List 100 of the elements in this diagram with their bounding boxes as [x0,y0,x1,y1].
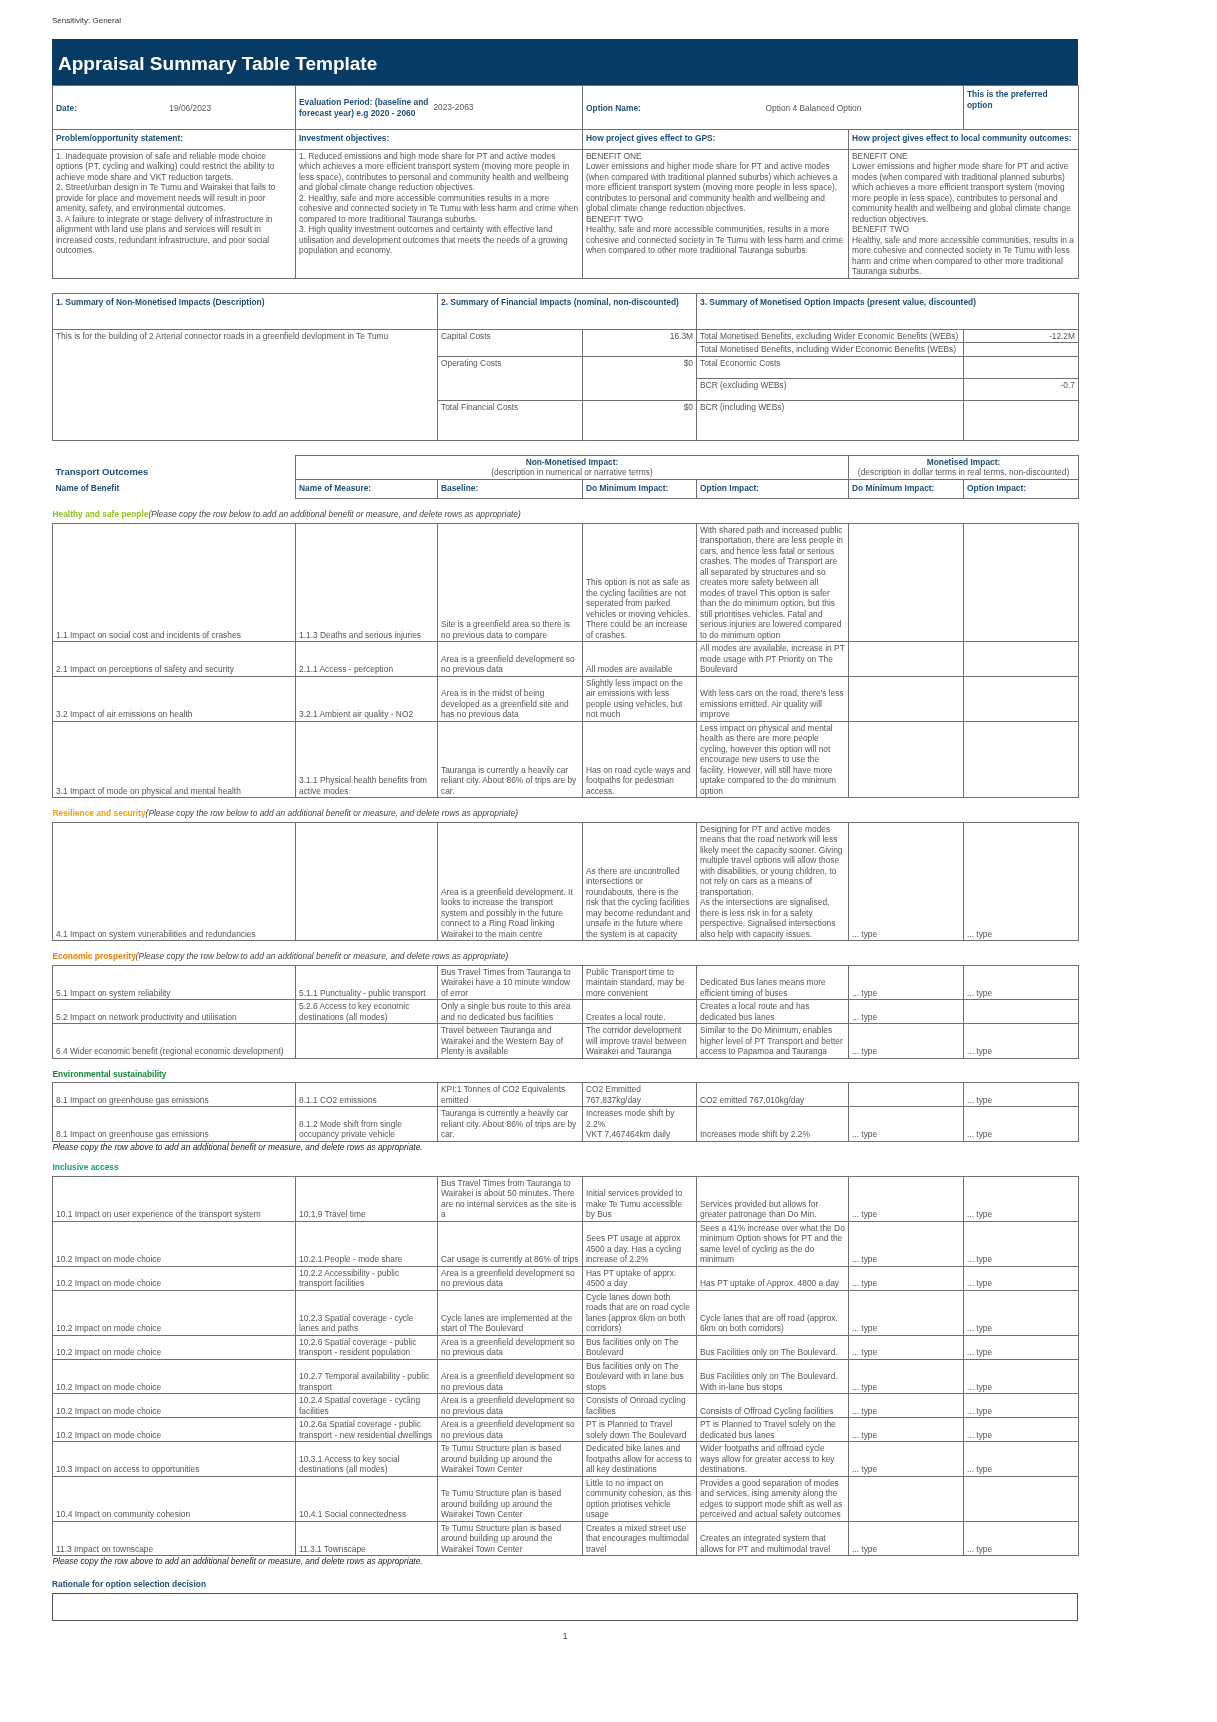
cell-text: Only a single bus route to this area and no dedicated bus facilities [441,1001,572,1022]
cell-text: ... type [852,1543,879,1554]
cell-text: 1.1 Impact on social cost and incidents of crashes [56,629,242,640]
note-text: Please copy the row above to add an additional benefit or measure, and delete rows as appropriate. [52,1556,424,1567]
cell-text: Wider footpaths and offroad cycle ways allow for greater access to key destinations. [700,1443,836,1475]
cell-text: Initial services provided to make Te Tumu accessible by Bus [586,1188,684,1220]
cell-text: The corridor development will improve travel between Wairakei and Tauranga [586,1025,688,1057]
cell-text: 3. A failure to integrate or stage delivery of infrastructure in alignment with land use plans and services will result in increased costs, redundant infrastructure, and poor social outcomes. [56,213,274,256]
cell-text: As there are uncontrolled intersections or roundabouts, there is the risk that the cycling facilities may become redundant and unsafe in the future where the system is at capacity [586,865,692,939]
cell-text: BCR (excluding WEBs) [700,379,788,390]
cell-text: Healthy, safe and more accessible communities, results in a more cohesive and connected society in Te Tumu with less harm and crime when compared to other more traditional Tauranga suburbs. [586,224,844,256]
cell-text: ... type [967,1429,994,1440]
cell-text: 10.4 Impact on community cohesion [56,1509,192,1520]
cell-text: 10.3.1 Access to key social destinations (all modes) [299,1453,401,1475]
cell-text: Travel between Tauranga and Wairakei and the Western Bay of Plenty is available [441,1025,564,1057]
cell-text: ... type [967,987,994,998]
cell-text: 2.1.1 Access - perception [299,664,395,675]
cell-text: ... type [967,1209,994,1220]
cell-text: ... type [967,1046,994,1057]
cell-text: Dedicated bike lanes and footpaths allow for access to all key destinations [586,1443,693,1475]
cell-text: Total Financial Costs [441,401,520,412]
cell-text: Area is a greenfield development. It looks to increase the transport system and possibly in the future connect to a Ring Road linking Wairakei to the main centre [441,886,574,939]
cell-text: ... type [852,1347,879,1358]
cell-text: Total Economic Costs [700,357,782,368]
column-header: 2. Summary of Financial Impacts (nominal, non-discounted) [441,295,680,309]
cell-text: Creates a mixed street use that encourages multimodal travel [586,1522,690,1554]
column-header: 3. Summary of Monetised Option Impacts (present value, discounted) [700,295,977,309]
cell-text: Has PT uptake of apprx. 4500 a day [586,1267,678,1289]
cell-text: ... type [967,1381,994,1392]
cell-text: ... type [967,1094,994,1105]
cell-text: Area is a greenfield development so no previous data [441,1336,576,1358]
cell-text: 8.1.1 CO2 emissions [299,1094,378,1105]
column-header: Do Minimum Impact: [852,481,936,495]
value-text: $0 [682,357,693,368]
column-header: How project gives effect to GPS: [586,132,717,145]
column-header: Name of Measure: [299,481,373,495]
cell-text: Car usage is currently at 86% of trips [441,1254,579,1265]
cell-text: 10.2 Impact on mode choice [56,1347,163,1358]
cell-text: Bus Facilities only on The Boulevard. [700,1347,839,1358]
cell-text: ... type [852,1429,879,1440]
cell-text: Less impact on physical and mental health as there are more people cycling, however this option will not encourage new users to use the facility. However, will still have more uptake compared to the do minimum option [700,722,837,796]
cell-text: Te Tumu Structure plan is based around building up around the Wairakei Town Center [441,1522,563,1554]
cell-text: Te Tumu Structure plan is based around building up around the Wairakei Town Center [441,1488,563,1520]
cell-text: 11.3.1 Townscape [299,1543,367,1554]
cell-text: Capital Costs [441,330,492,341]
cell-text: ... type [967,928,994,939]
section-heading: Economic prosperity [52,951,136,961]
cell-text: Bus Facilities only on The Boulevard. With in-lane bus stops [700,1371,839,1392]
cell-text: 10.2 Impact on mode choice [56,1381,163,1392]
cell-text: ... type [967,1464,994,1475]
cell-text: This is for the building of 2 Arterial connector roads in a greenfield devlopment in Te Tumu [56,330,390,341]
cell-text: ... type [967,1278,994,1289]
cell-text: Dedicated Bus lanes means more efficient timing of buses [700,977,827,998]
cell-text: 10.2.7 Temporal availability - public transport [299,1371,431,1392]
column-header: Do Minimum Impact: [586,481,670,495]
field-label: Evaluation Period: (baseline and forecast year) e.g 2020 - 2060 [299,97,430,118]
cell-text: Sees a 41% increase over what the Do minimum Option shows for PT and the same level of cycling as the do minimum [700,1222,845,1265]
cell-text: 4.1 Impact on system vunerabilities and redundancies [56,928,257,939]
value-text: 16.3M [668,330,693,341]
cell-text: Has PT uptake of Approx. 4800 a day [700,1278,841,1289]
cell-text: Lower emissions and higher mode share for PT and active modes (when compared with traditional planned suburbs) which achieves a more efficient transport system (moving more people in less space), contributes to personal and community health and wellbeing and global climate change reduction objectives. [852,161,1072,224]
cell-text: ... type [967,1405,994,1416]
cell-text: 5.1.1 Punctuality - public transport [299,987,427,998]
cell-text: Site is a greenfield area so there is no previous data to compare [441,619,571,640]
cell-text: 10.4.1 Social connectedness [299,1509,408,1520]
section-heading: Transport Outcomes [55,466,150,478]
cell-text: Services provided but allows for greater patronage than Do Min. [700,1198,820,1220]
cell-text: PT is Planned to Travel solely down The Boulevard [586,1419,688,1440]
cell-text: Total Monetised Benefits, excluding Wider Economic Benefits (WEBs) [700,330,960,341]
column-header: Investment objectives: [299,132,391,145]
cell-text: ... type [852,1046,879,1057]
cell-text: 3. High quality investment outcomes and certainty with effective land utilisation and development outcomes that meets the needs of a growing population and economy. [299,224,569,256]
cell-text: Public Transport time to maintain standard, may be more convenient [586,966,686,998]
cell-text: 1. Inadequate provision of safe and reliable mode choice options (PT, cycling and walking) could restrict the ability to achieve mode share and VKT reduction targets. [56,150,276,182]
cell-text: ... type [852,928,879,939]
cell-text: 10.2.1 People - mode share [299,1254,404,1265]
value-text: $0 [682,401,693,412]
cell-text: Area is a greenfield development so no previous data [441,1371,576,1392]
cell-text: Creates an integrated system that allows for PT and multimodal travel [700,1533,832,1554]
cell-text: 10.2.4 Spatial coverage - cycling facilities [299,1395,422,1416]
cell-text: 10.2 Impact on mode choice [56,1254,163,1265]
cell-text: Increases mode shift by 2.2% [700,1129,811,1140]
field-value: 2023-2063 [433,102,474,113]
cell-text: All modes are available, increase in PT mode usage with PT Priority on The Boulevard [700,643,845,675]
column-header: How project gives effect to local community outcomes: [852,132,1073,145]
cell-text: Area is a greenfield development so no previous data [441,1419,576,1440]
cell-text: Consists of Onroad cycling facilities [586,1395,687,1416]
cell-text: 1. Reduced emissions and high mode share for PT and active modes which achieves a more efficient transport system (moving more people in less space), contributes to personal and community health and wellbeing and global climate change reduction objectives. [299,150,571,193]
cell-text: Healthy, safe and more accessible communities, results in a more cohesive and connected society in Te Tumu with less harm and crime when compared to other more traditional Tauranga suburbs. [852,234,1075,277]
cell-text: 2.1 Impact on perceptions of safety and security [56,664,235,675]
cell-text: 8.1 Impact on greenhouse gas emissions [56,1129,210,1140]
section-heading: Environmental sustainability [52,1068,167,1079]
cell-text: KPI:1 Tonnes of CO2 Equivalents emitted [441,1084,567,1105]
section-heading: Inclusive access [52,1162,119,1172]
cell-text: BENEFIT ONE [586,150,643,161]
cell-text: BENEFIT TWO [586,213,644,224]
cell-text: ... type [852,1464,879,1475]
title-banner: Appraisal Summary Table Template [52,39,1078,85]
cell-text: ... type [852,1278,879,1289]
cell-text: ... type [852,1381,879,1392]
